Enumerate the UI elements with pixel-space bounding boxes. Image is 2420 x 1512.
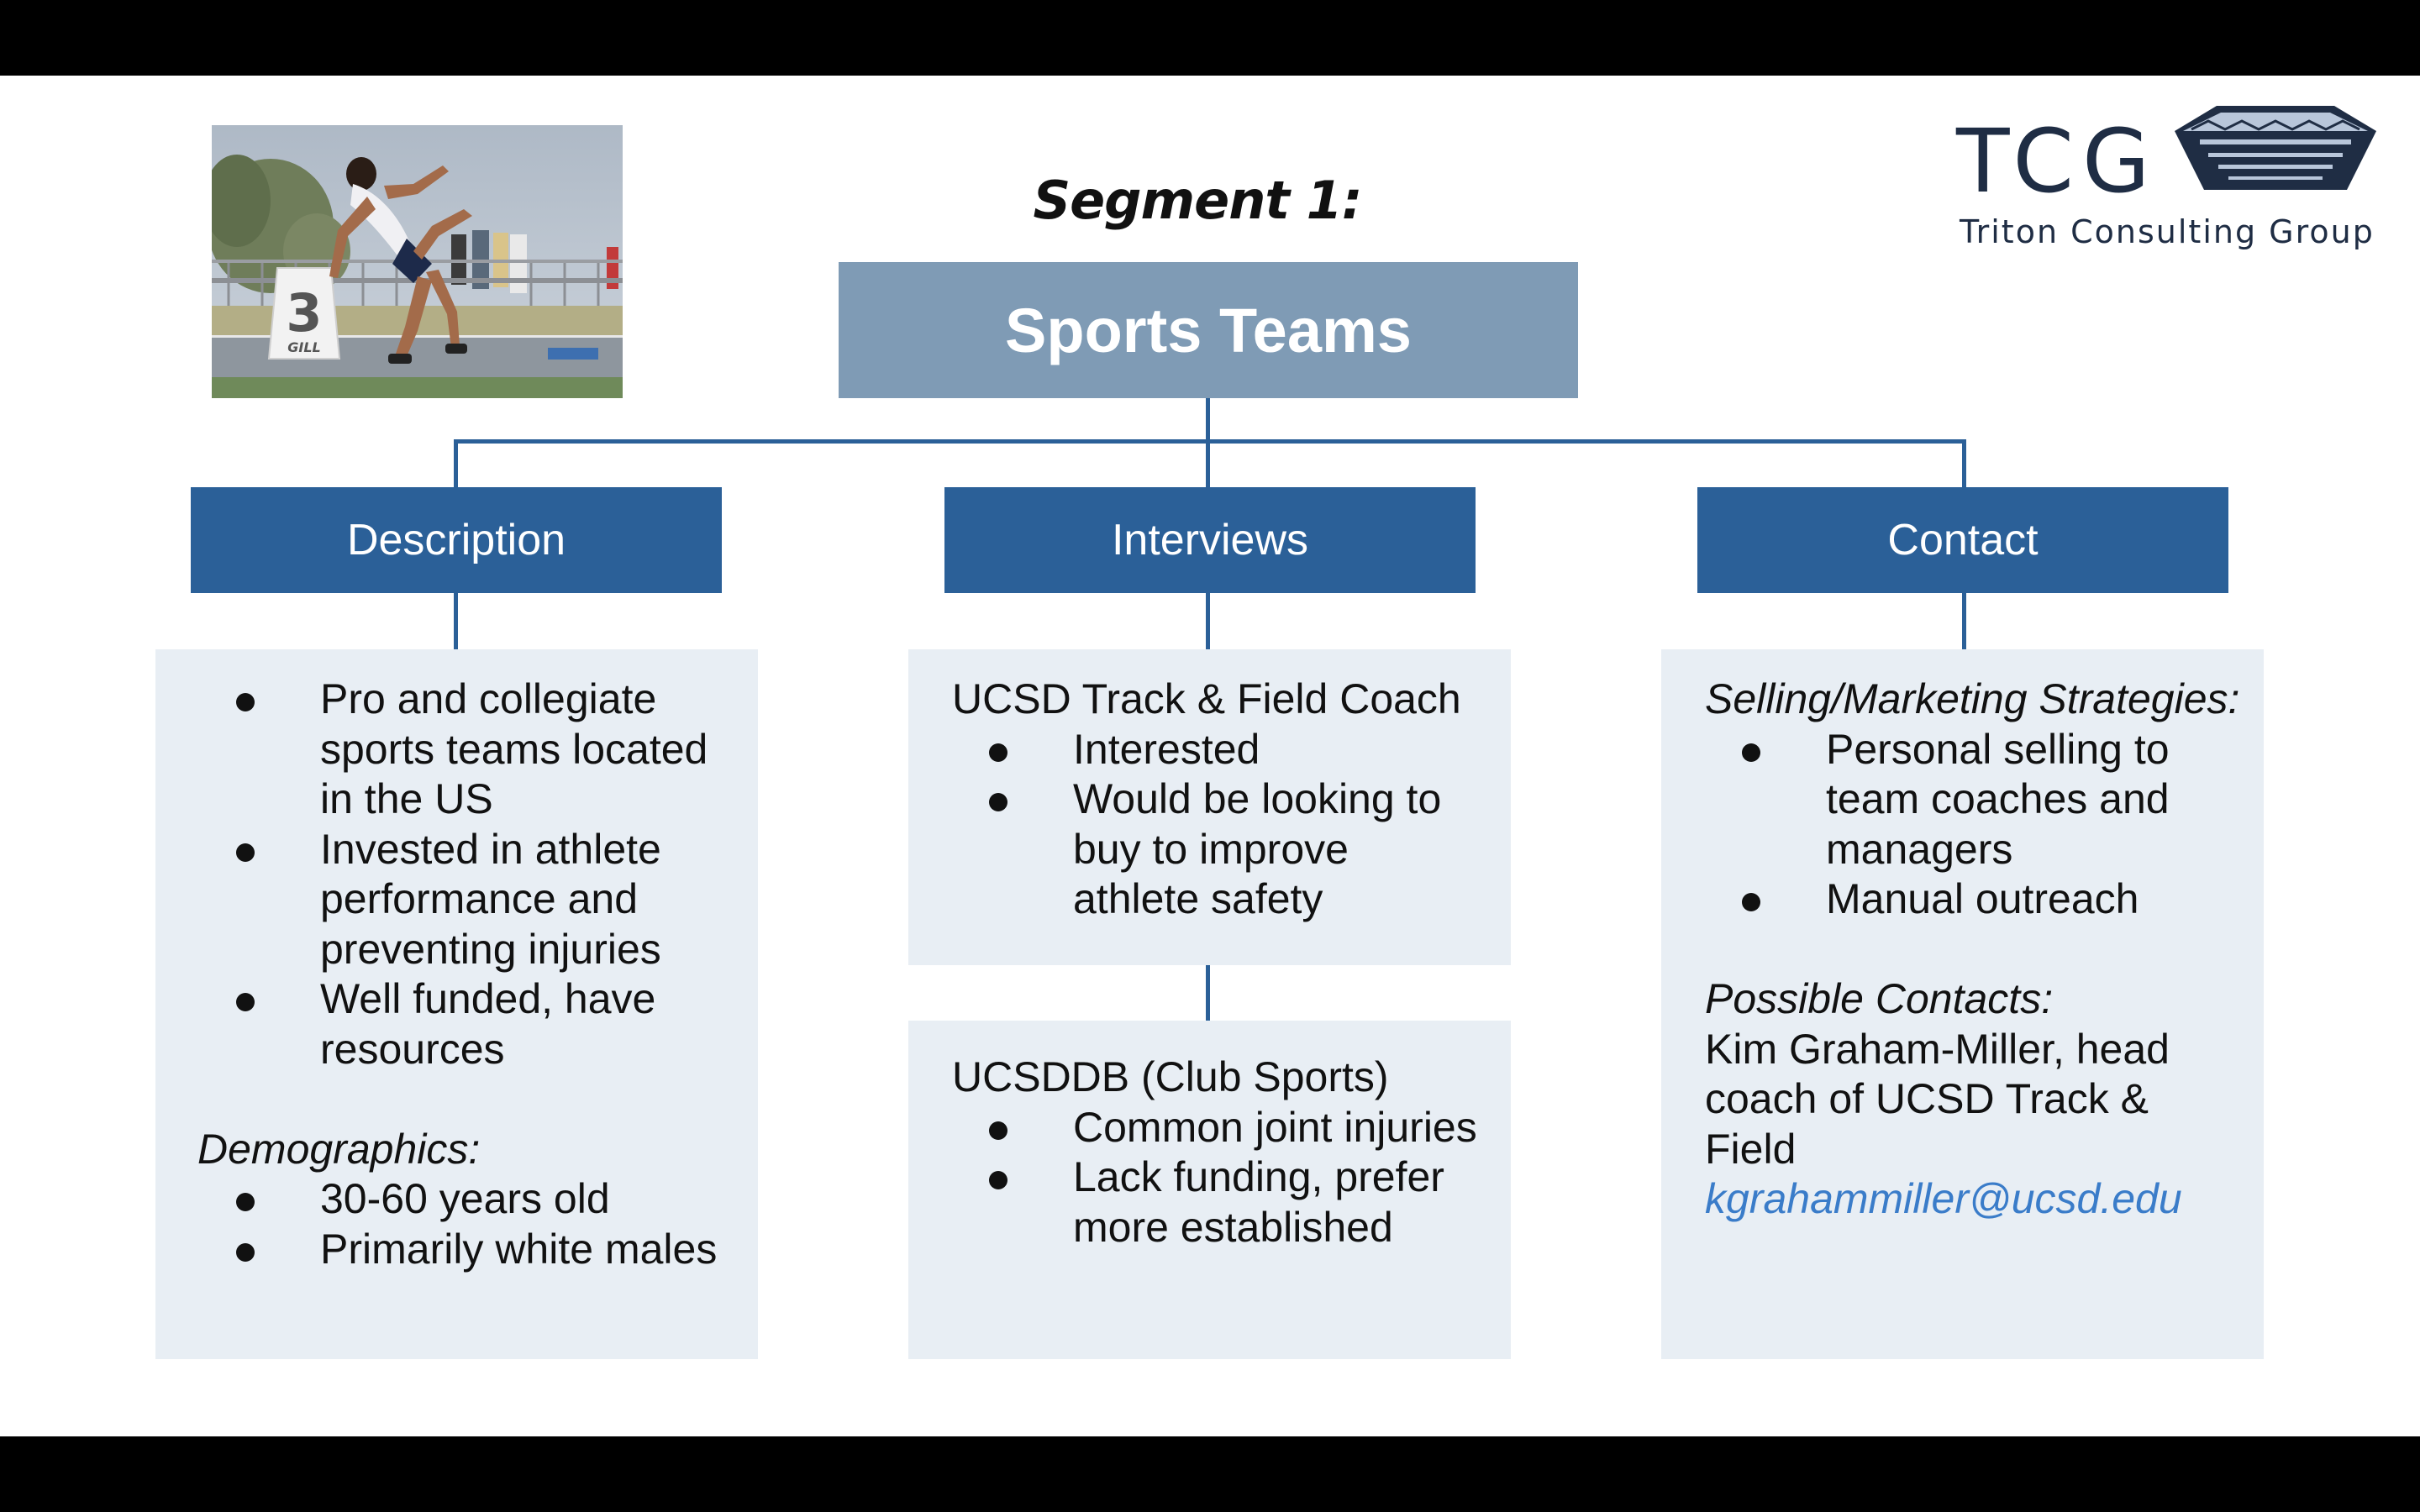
list-item-text: Lack funding, prefer more established: [1073, 1153, 1444, 1251]
segment-title: Sports Teams: [839, 262, 1578, 398]
strategies-label: Selling/Marketing Strategies:: [1705, 675, 2240, 722]
contact-email-link[interactable]: kgrahammiller@ucsd.edu: [1705, 1175, 2182, 1222]
connector-middle-down: [1206, 439, 1210, 488]
list-item: Common joint injuries: [952, 1103, 1486, 1153]
list-item-text: Would be looking to buy to improve athle…: [1073, 775, 1442, 922]
bullet-icon: [989, 1171, 1007, 1189]
connector-interviews-between: [1206, 965, 1210, 1021]
strategies-list: Personal selling to team coaches and man…: [1705, 725, 2238, 925]
list-item-text: 30-60 years old: [320, 1175, 610, 1222]
interview-2-list: Common joint injuries Lack funding, pref…: [952, 1103, 1486, 1253]
stadium-icon: [2175, 106, 2376, 190]
logo-name: Triton Consulting Group: [1960, 213, 2375, 250]
slide: 3 GILL Segment 1: Sports Teams TCG Trito…: [0, 76, 2420, 1436]
list-item: Personal selling to team coaches and man…: [1705, 725, 2238, 875]
list-item: Interested: [952, 725, 1486, 775]
connector-right-down: [1962, 439, 1966, 488]
contact-box: Selling/Marketing Strategies: Personal s…: [1661, 649, 2264, 1359]
demographics-label: Demographics:: [197, 1125, 481, 1173]
interview-box-1: UCSD Track & Field Coach Interested Woul…: [908, 649, 1511, 965]
logo-letters: TCG: [1956, 110, 2159, 213]
list-item-text: Manual outreach: [1826, 875, 2139, 922]
bullet-icon: [236, 993, 255, 1011]
description-box: Pro and collegiate sports teams located …: [155, 649, 758, 1359]
list-item: Lack funding, prefer more established: [952, 1152, 1486, 1252]
bullet-icon: [1742, 893, 1760, 911]
contacts-label: Possible Contacts:: [1705, 975, 2054, 1022]
contact-header: Contact: [1697, 487, 2228, 593]
block-brand: GILL: [287, 339, 320, 355]
list-item: 30-60 years old: [199, 1174, 724, 1225]
list-item: Primarily white males: [199, 1225, 724, 1275]
bullet-icon: [1742, 743, 1760, 762]
interviews-header-label: Interviews: [1111, 516, 1309, 564]
list-item-text: Personal selling to team coaches and man…: [1826, 725, 2170, 873]
company-logo: TCG Triton Consulting Group: [1949, 106, 2386, 265]
connector-description-box: [454, 593, 458, 649]
connector-interviews-box: [1206, 593, 1210, 649]
description-header: Description: [191, 487, 722, 593]
interview-box-2: UCSDDB (Club Sports) Common joint injuri…: [908, 1021, 1511, 1359]
bullet-icon: [236, 1242, 255, 1262]
list-item: Pro and collegiate sports teams located …: [199, 675, 724, 825]
connector-left-down: [454, 439, 458, 488]
bullet-icon: [989, 743, 1007, 762]
interview-2-heading: UCSDDB (Club Sports): [952, 1053, 1389, 1100]
connector-title-down: [1206, 398, 1210, 439]
list-item-text: Primarily white males: [320, 1225, 718, 1273]
connector-horizontal: [454, 439, 1966, 444]
list-item-text: Well funded, have resources: [320, 975, 656, 1073]
list-item: Invested in athlete performance and prev…: [199, 825, 724, 975]
connector-contact-box: [1962, 593, 1966, 649]
bullet-icon: [236, 693, 255, 711]
interview-1-list: Interested Would be looking to buy to im…: [952, 725, 1486, 925]
bullet-icon: [989, 793, 1007, 811]
list-item: Well funded, have resources: [199, 974, 724, 1074]
contact-text: Kim Graham-Miller, head coach of UCSD Tr…: [1705, 1025, 2170, 1173]
list-item: Would be looking to buy to improve athle…: [952, 774, 1486, 925]
interviews-header: Interviews: [944, 487, 1476, 593]
bib-number: 3: [286, 282, 322, 344]
list-item-text: Pro and collegiate sports teams located …: [320, 675, 708, 822]
bullet-icon: [989, 1121, 1007, 1140]
segment-title-text: Sports Teams: [1005, 295, 1412, 365]
interview-1-heading: UCSD Track & Field Coach: [952, 675, 1461, 722]
bullet-icon: [236, 1193, 255, 1211]
contact-header-label: Contact: [1887, 516, 2039, 564]
list-item-text: Common joint injuries: [1073, 1103, 1477, 1151]
list-item-text: Interested: [1073, 725, 1260, 773]
bullet-icon: [236, 843, 255, 862]
segment-label: Segment 1:: [1033, 170, 1362, 231]
list-item: Manual outreach: [1705, 874, 2238, 925]
description-header-label: Description: [346, 516, 566, 564]
list-item-text: Invested in athlete performance and prev…: [320, 825, 661, 973]
athlete-photo: 3 GILL: [212, 125, 623, 398]
description-list: Pro and collegiate sports teams located …: [199, 675, 724, 1074]
demographics-list: 30-60 years old Primarily white males: [199, 1174, 724, 1274]
